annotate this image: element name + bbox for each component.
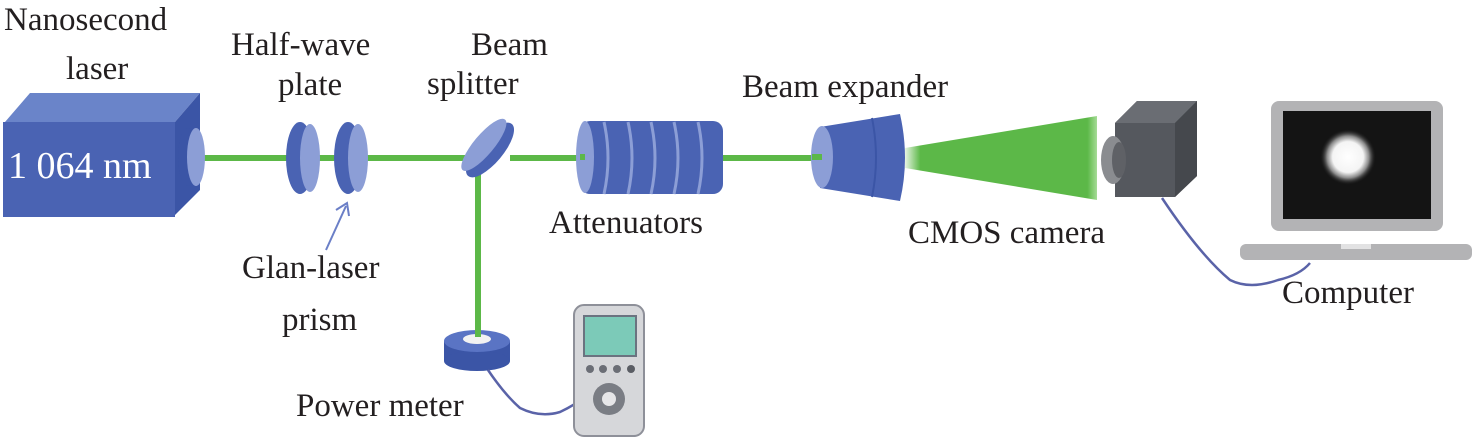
beam-expander [811,114,905,201]
power-meter-detector [444,330,510,371]
half-wave-plate-label-line2: plate [278,67,342,103]
expanded-beam [905,116,1097,200]
nanosecond-laser: 1 064 nm [3,93,205,217]
beam-splitter-label-line1: Beam [471,27,548,63]
beam-spot-image [1320,129,1376,185]
power-meter [573,304,645,437]
attenuators-label: Attenuators [549,205,703,241]
half-wave-plate [286,122,320,194]
cmos-camera-label: CMOS camera [908,215,1105,251]
glan-prism-label-line2: prism [282,302,358,338]
half-wave-plate-label-line1: Half-wave [231,27,370,63]
glan-prism-label-line1: Glan-laser [242,250,379,286]
glan-laser-prism [334,122,368,194]
laser-wavelength-label: 1 064 nm [8,145,152,187]
computer [1240,101,1472,260]
cmos-camera [1101,101,1197,197]
power-meter-label: Power meter [296,388,464,424]
laser-label-line2: laser [66,51,128,87]
detector-to-meter-cable [486,369,587,416]
beam-splitter-label-line2: splitter [427,66,519,102]
attenuators [576,121,723,195]
camera-to-computer-cable [1160,197,1311,287]
glan-prism-pointer-arrow [325,201,350,251]
laser-label-line1: Nanosecond [4,2,168,38]
beam-splitter [461,118,515,178]
computer-label: Computer [1282,275,1414,311]
meter-display [583,315,637,357]
laptop-base [1240,244,1472,260]
beam-expander-label: Beam expander [742,69,948,105]
